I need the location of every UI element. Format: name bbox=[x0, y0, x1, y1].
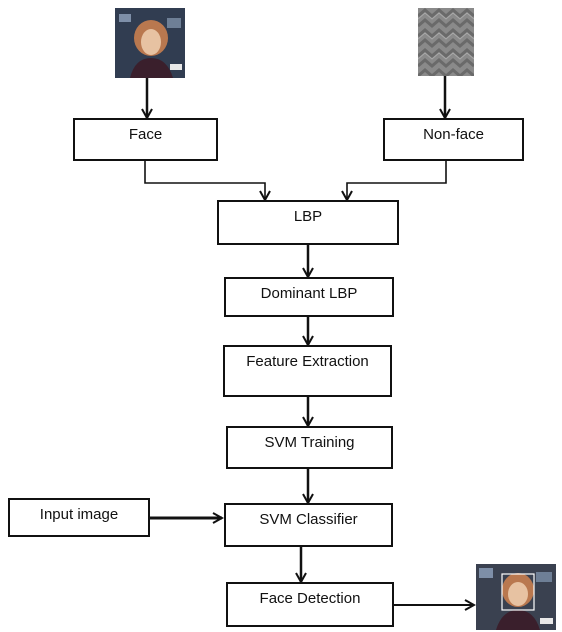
arrow-nonface-to-lbp bbox=[347, 160, 447, 200]
dominant-lbp-label: Dominant LBP bbox=[260, 285, 358, 302]
texture-patch-icon bbox=[418, 8, 474, 76]
lbp-label: LBP bbox=[293, 208, 323, 225]
face-detection-label: Face Detection bbox=[259, 590, 361, 607]
svm-training-label: SVM Training bbox=[264, 434, 355, 451]
nonface-box: Non-face bbox=[383, 118, 524, 161]
arrow-face-to-lbp bbox=[144, 160, 265, 200]
input-image-label: Input image bbox=[39, 506, 119, 523]
face-box: Face bbox=[73, 118, 218, 161]
feature-extraction-box: Feature Extraction bbox=[223, 345, 392, 397]
face-sample-image bbox=[115, 8, 185, 78]
face-photo-icon bbox=[476, 564, 556, 630]
lbp-box: LBP bbox=[217, 200, 399, 245]
feature-extraction-label: Feature Extraction bbox=[246, 353, 369, 370]
svm-training-box: SVM Training bbox=[226, 426, 393, 469]
nonface-label: Non-face bbox=[423, 126, 484, 143]
svm-classifier-box: SVM Classifier bbox=[224, 503, 393, 547]
face-photo-icon bbox=[115, 8, 185, 78]
nonface-sample-image bbox=[418, 8, 474, 76]
face-detection-box: Face Detection bbox=[226, 582, 394, 627]
input-image-box: Input image bbox=[8, 498, 150, 537]
dominant-lbp-box: Dominant LBP bbox=[224, 277, 394, 317]
svm-classifier-label: SVM Classifier bbox=[259, 511, 358, 528]
face-label: Face bbox=[128, 126, 163, 143]
detection-result-image bbox=[476, 564, 556, 630]
